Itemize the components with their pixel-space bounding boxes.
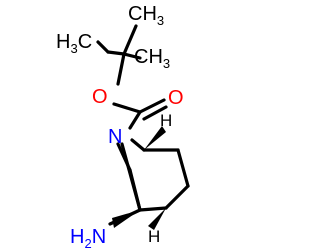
label-methyl-2: CH3	[134, 46, 170, 71]
bond-ch2-to-ch2	[176, 148, 190, 188]
bond-quaternary-to-ether-o	[116, 52, 126, 86]
atom-labels: CH3 CH3 H3C O O N H H H2N	[56, 3, 184, 250]
stereo-bonds	[112, 126, 166, 230]
label-carbonyl-oxygen: O	[168, 87, 184, 109]
bicyclic-bonds	[116, 138, 190, 212]
label-methyl-3: H3C	[56, 31, 92, 56]
label-stereo-h-top: H	[160, 111, 172, 130]
bond-bottom-bridgehead-to-ch-amine	[138, 206, 168, 212]
tert-butyl-bonds	[96, 24, 142, 86]
bond-quaternary-methyl-top	[122, 24, 138, 56]
bond-quaternary-carbon	[106, 50, 126, 56]
ester-bonds	[112, 98, 168, 130]
bond-ch-amine-to-ch2-left	[128, 168, 142, 212]
label-ether-oxygen: O	[92, 86, 108, 108]
label-methyl-1: CH3	[128, 3, 164, 28]
label-nitrogen: N	[108, 126, 122, 148]
bond-ch2-left-to-n	[116, 142, 132, 172]
label-amine: H2N	[70, 226, 106, 250]
stereo-wedge-amine	[112, 210, 140, 228]
bond-carbonyl-c-to-n	[128, 110, 142, 130]
label-stereo-h-bottom: H	[148, 227, 160, 246]
stereo-wedge-bottom	[148, 208, 166, 230]
bond-ether-o-to-carbonyl-c	[112, 102, 142, 114]
bond-quaternary-methyl-right	[122, 52, 142, 60]
bond-quaternary-methyl-left	[96, 40, 110, 54]
molecule-structure: CH3 CH3 H3C O O N H H H2N	[56, 3, 190, 250]
bond-n-to-bridgehead-top	[130, 138, 146, 152]
bond-carbonyl-double-b	[142, 105, 168, 121]
bond-carbonyl-double-a	[138, 98, 166, 114]
stereo-wedge-top	[144, 126, 166, 150]
bond-ch2-to-bottom-bridgehead	[164, 184, 190, 210]
